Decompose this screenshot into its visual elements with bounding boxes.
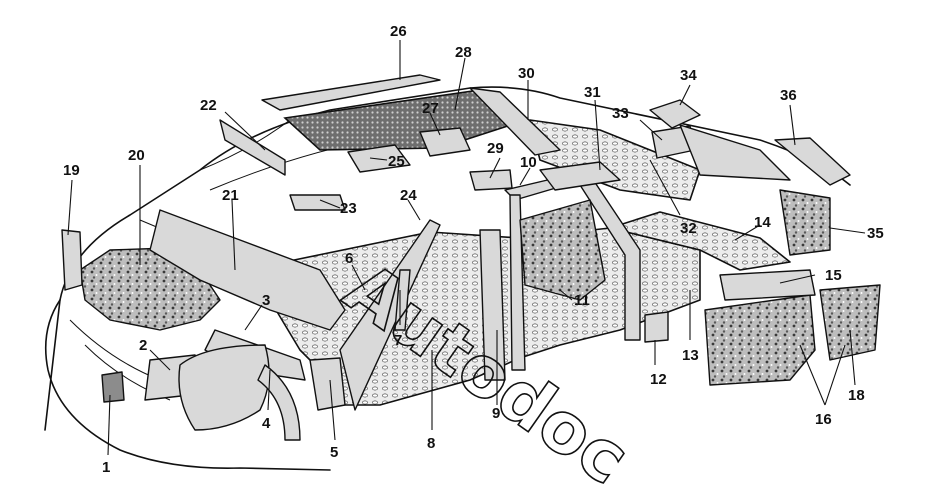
callout-4: 4: [262, 415, 271, 432]
body-pillars: [339, 169, 641, 411]
callout-23: 23: [340, 200, 357, 217]
callout-11: 11: [574, 292, 590, 309]
callout-31: 31: [584, 84, 601, 101]
callout-18: 18: [848, 387, 865, 404]
callout-30: 30: [518, 65, 535, 82]
callout-36: 36: [780, 87, 797, 104]
callout-14: 14: [754, 214, 771, 231]
roof-headliner: [261, 74, 561, 156]
callout-labels: 1 2 3 4 5 6 7 8 9 10 11 12 13 14 15 16 1…: [63, 23, 884, 476]
callout-35: 35: [867, 225, 884, 242]
callout-22: 22: [200, 97, 217, 114]
callout-27: 27: [422, 100, 439, 117]
callout-5: 5: [330, 444, 338, 461]
callout-12: 12: [650, 371, 667, 388]
callout-32: 32: [680, 220, 697, 237]
callout-20: 20: [128, 147, 145, 164]
callout-26: 26: [390, 23, 407, 40]
callout-21: 21: [222, 187, 239, 204]
front-wheelhouse-parts: [101, 344, 346, 441]
callout-25: 25: [388, 153, 405, 170]
callout-6: 6: [345, 250, 353, 267]
leader-lines: [67, 40, 866, 456]
callout-24: 24: [400, 187, 417, 204]
rear-shelf-parts: [219, 99, 851, 301]
callout-16: 16: [815, 411, 832, 428]
callout-10: 10: [520, 154, 537, 171]
callout-34: 34: [680, 67, 697, 84]
callout-13: 13: [682, 347, 699, 364]
callout-19: 19: [63, 162, 80, 179]
callout-9: 9: [492, 405, 500, 422]
callout-28: 28: [455, 44, 472, 61]
callout-7: 7: [394, 332, 402, 349]
callout-29: 29: [487, 140, 504, 157]
door-foam-panels: [519, 189, 881, 386]
callout-3: 3: [262, 292, 270, 309]
callout-8: 8: [427, 435, 435, 452]
callout-33: 33: [612, 105, 629, 122]
callout-2: 2: [139, 337, 147, 354]
callout-1: 1: [102, 459, 110, 476]
callout-15: 15: [825, 267, 842, 284]
